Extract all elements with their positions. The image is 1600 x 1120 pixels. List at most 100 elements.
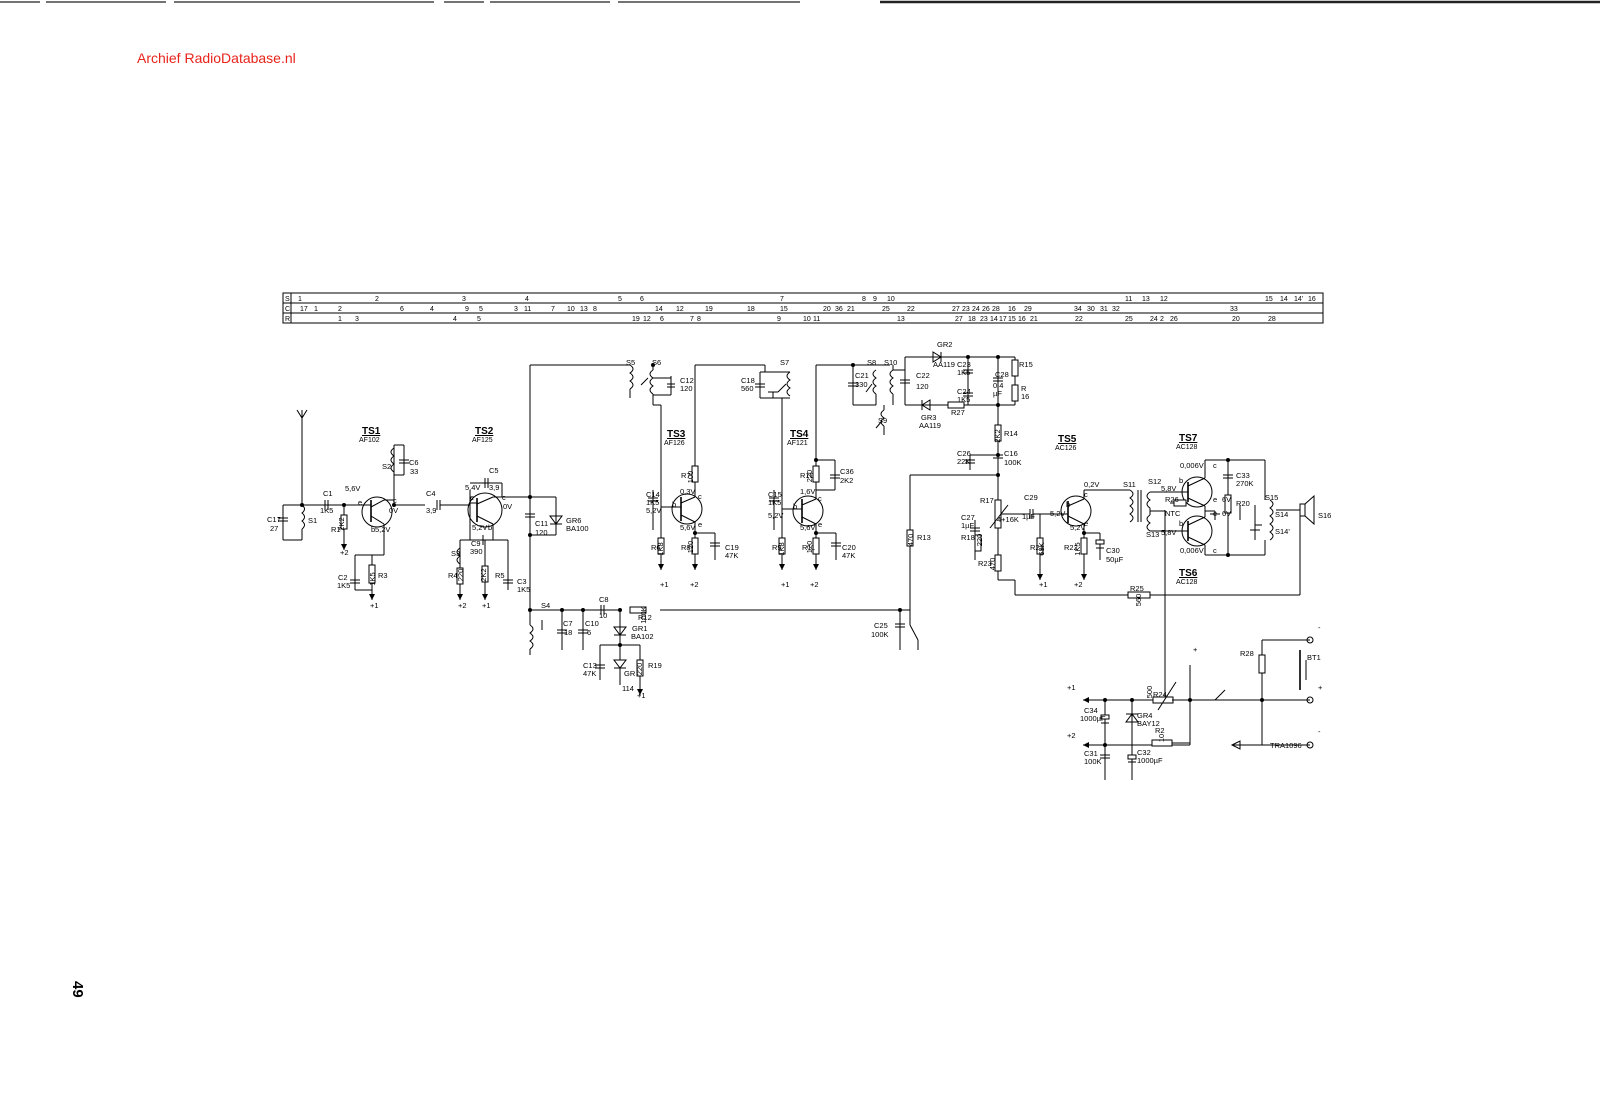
- component-label: S14': [1275, 527, 1290, 536]
- resistor-value: 1K8: [656, 542, 665, 555]
- resistor-value: 220: [975, 534, 984, 547]
- table-cell: 27: [955, 316, 963, 323]
- component-label: 6: [587, 628, 591, 637]
- component-label: S1: [308, 516, 317, 525]
- transistor-type-ts5: AC126: [1055, 445, 1077, 452]
- table-cell: 25: [1125, 316, 1133, 323]
- transistor-type-ts6: AC128: [1176, 579, 1198, 586]
- component-label: 50µF: [1106, 555, 1124, 564]
- component-label: e: [1084, 519, 1088, 528]
- component-label: C33: [1236, 471, 1250, 480]
- component-label: C36: [840, 467, 854, 476]
- component-label: S10: [884, 358, 897, 367]
- resistor-value: 68K: [1037, 542, 1046, 555]
- component-label: 100K: [1084, 757, 1102, 766]
- component-label: AA119: [933, 360, 955, 369]
- table-cell: 26: [982, 306, 990, 313]
- table-cell: 4: [430, 306, 434, 313]
- transistor-type-ts1: AF102: [359, 437, 380, 444]
- table-cell: 30: [1087, 306, 1095, 313]
- component-label: C34: [1084, 706, 1098, 715]
- resistor-value: 2K2: [337, 517, 346, 530]
- component-label: S4: [541, 601, 550, 610]
- component-label: 1000µF: [1080, 714, 1106, 723]
- table-cell: 14: [1280, 296, 1288, 303]
- component-label: 100K: [871, 630, 889, 639]
- table-cell: 18: [747, 306, 755, 313]
- component-label: C2: [338, 573, 348, 582]
- transistor-name-ts1: TS1: [362, 426, 381, 437]
- table-cell: 6: [400, 306, 404, 313]
- component-label: 0,4: [993, 381, 1003, 390]
- component-label: GR1: [632, 624, 647, 633]
- table-cell: 8: [697, 316, 701, 323]
- component-label: C18: [741, 376, 755, 385]
- table-cell: 4: [525, 296, 529, 303]
- component-label: c: [818, 494, 822, 503]
- component-label: R27: [951, 408, 965, 417]
- transistor-name-ts7: TS7: [1179, 433, 1198, 444]
- component-label: C21: [855, 371, 869, 380]
- component-label: +2: [1074, 580, 1083, 589]
- component-label: C17: [267, 515, 281, 524]
- supply-arrows: [341, 544, 1089, 748]
- component-label: NTC: [1165, 509, 1181, 518]
- table-cell: 32: [1112, 306, 1120, 313]
- component-label: c: [1213, 461, 1217, 470]
- component-label: C13: [583, 661, 597, 670]
- component-label: 120: [680, 384, 693, 393]
- component-label: +1: [781, 580, 790, 589]
- component-label: -: [1318, 727, 1321, 736]
- component-label: b: [371, 525, 375, 534]
- component-label: 5,6V: [680, 523, 695, 532]
- component-label: c: [1213, 546, 1217, 555]
- component-label: +: [1318, 683, 1323, 692]
- transistor-type-ts4: AF121: [787, 440, 808, 447]
- component-label: R17: [980, 496, 994, 505]
- component-label: C5: [489, 466, 499, 475]
- resistor-value: 560: [1134, 594, 1143, 607]
- component-label: R: [1021, 384, 1027, 393]
- component-label: R23: [978, 559, 992, 568]
- component-label: R24: [1153, 690, 1167, 699]
- component-label: R4: [448, 571, 458, 580]
- component-label: 1K5: [517, 585, 530, 594]
- component-label: R18: [961, 533, 975, 542]
- table-cell: 12: [1160, 296, 1168, 303]
- transistor-name-ts3: TS3: [667, 429, 686, 440]
- table-cell: 26: [1170, 316, 1178, 323]
- table-cell: 1: [298, 296, 302, 303]
- component-label: S6: [652, 358, 661, 367]
- table-cell: 22: [1075, 316, 1083, 323]
- component-label: 47K: [842, 551, 855, 560]
- component-label: +2: [810, 580, 819, 589]
- component-label: R11: [802, 543, 815, 552]
- component-label: +1: [1067, 683, 1076, 692]
- component-label: 6V: [1222, 495, 1231, 504]
- table-cell: 1: [338, 316, 342, 323]
- table-cell: 2: [338, 306, 342, 313]
- transistor-type-ts7: AC128: [1176, 444, 1198, 451]
- table-cell: 17: [999, 316, 1007, 323]
- component-label: 6V: [1222, 509, 1231, 518]
- table-cell: 21: [847, 306, 855, 313]
- component-label: 5,2V: [1070, 523, 1085, 532]
- component-label: 100K: [1004, 458, 1022, 467]
- junction-dots: [300, 355, 1264, 747]
- table-cell: 13: [1142, 296, 1150, 303]
- table-cell: 17: [300, 306, 308, 313]
- resistor-value: 2K2: [993, 429, 1002, 442]
- component-label: C22: [916, 371, 930, 380]
- component-label: 1K5: [957, 395, 970, 404]
- component-label: 47K: [583, 669, 596, 678]
- component-label: 2K2: [840, 476, 853, 485]
- table-cell: 7: [551, 306, 555, 313]
- component-label: 1K5: [337, 581, 350, 590]
- table-cell: 2: [375, 296, 379, 303]
- component-label: e: [1213, 495, 1217, 504]
- component-label: 33: [410, 467, 418, 476]
- resistor-value: 500: [1145, 686, 1154, 699]
- component-label: 1K5: [957, 368, 970, 377]
- component-label: R21: [1030, 543, 1044, 552]
- table-cell: 8: [593, 306, 597, 313]
